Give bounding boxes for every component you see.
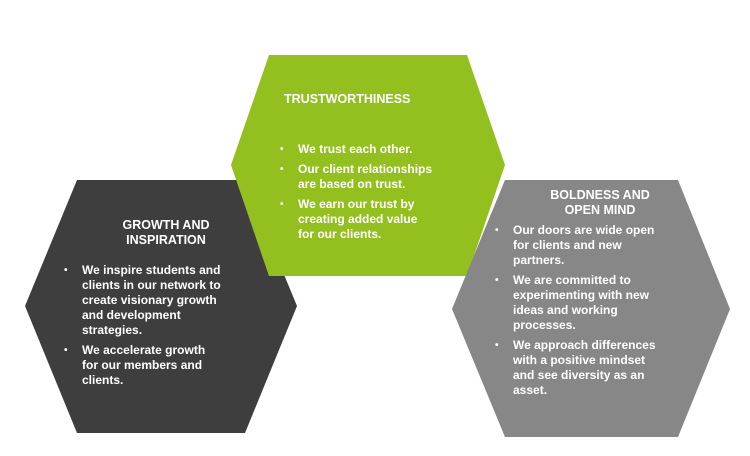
title-line: GROWTH AND bbox=[122, 218, 210, 232]
bullet-line: are based on trust. bbox=[298, 177, 406, 191]
bullet-line: experimenting with new bbox=[513, 288, 650, 302]
bullet-line: We earn our trust by bbox=[298, 197, 415, 211]
growth-title: GROWTH AND INSPIRATION bbox=[86, 218, 246, 248]
bullet-line: We inspire students and bbox=[82, 263, 221, 277]
bullet-line: with a positive mindset bbox=[513, 353, 646, 367]
bullet-line: Our doors are wide open bbox=[513, 223, 655, 237]
bullet-line: create visionary growth bbox=[82, 293, 217, 307]
boldness-title: BOLDNESS AND OPEN MIND bbox=[520, 188, 680, 218]
bullet-line: creating added value bbox=[298, 212, 418, 226]
trustworthiness-title: TRUSTWORTHINESS bbox=[284, 92, 410, 107]
bullet-line: We are committed to bbox=[513, 273, 631, 287]
bullet-item: We earn our trust by creating added valu… bbox=[278, 197, 458, 242]
boldness-bullets: Our doors are wide open for clients and … bbox=[493, 223, 693, 403]
bullet-line: clients. bbox=[82, 373, 124, 387]
title-line: INSPIRATION bbox=[126, 233, 206, 247]
bullet-line: We accelerate growth bbox=[82, 343, 206, 357]
bullet-line: We approach differences bbox=[513, 338, 656, 352]
bullet-item: We are committed to experimenting with n… bbox=[493, 273, 693, 333]
bullet-item: We approach differences with a positive … bbox=[493, 338, 693, 398]
bullet-line: processes. bbox=[513, 318, 576, 332]
bullet-item: We trust each other. bbox=[278, 142, 458, 157]
title-line: OPEN MIND bbox=[564, 203, 636, 217]
bullet-line: strategies. bbox=[82, 323, 143, 337]
growth-bullets: We inspire students and clients in our n… bbox=[62, 263, 262, 393]
bullet-line: for our clients. bbox=[298, 227, 382, 241]
bullet-line: asset. bbox=[513, 383, 548, 397]
trustworthiness-bullets: We trust each other. Our client relation… bbox=[278, 142, 458, 247]
bullet-item: Our doors are wide open for clients and … bbox=[493, 223, 693, 268]
bullet-line: We trust each other. bbox=[298, 142, 413, 156]
bullet-line: partners. bbox=[513, 253, 565, 267]
bullet-line: ideas and working bbox=[513, 303, 618, 317]
bullet-line: Our client relationships bbox=[298, 162, 433, 176]
title-line: TRUSTWORTHINESS bbox=[284, 92, 411, 106]
bullet-line: for clients and new bbox=[513, 238, 622, 252]
bullet-item: We inspire students and clients in our n… bbox=[62, 263, 262, 338]
bullet-line: for our members and bbox=[82, 358, 203, 372]
bullet-item: Our client relationships are based on tr… bbox=[278, 162, 458, 192]
bullet-item: We accelerate growth for our members and… bbox=[62, 343, 262, 388]
bullet-line: clients in our network to bbox=[82, 278, 221, 292]
bullet-line: and see diversity as an bbox=[513, 368, 645, 382]
bullet-line: and development bbox=[82, 308, 181, 322]
title-line: BOLDNESS AND bbox=[550, 188, 650, 202]
